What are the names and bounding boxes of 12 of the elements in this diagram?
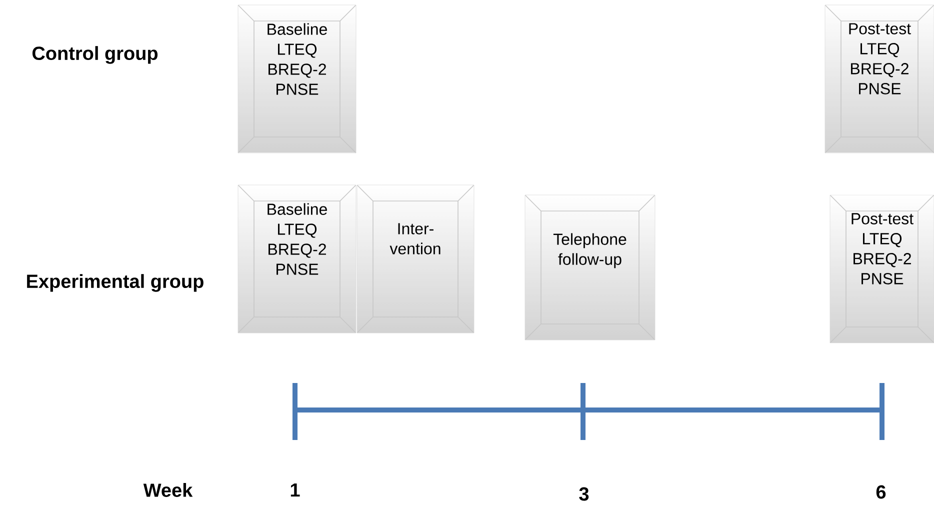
- label-text: Experimental group: [27, 274, 204, 292]
- bevel-box: Post-test LTEQ BREQ-2 PNSE: [830, 194, 934, 344]
- label-text: 6: [876, 485, 886, 499]
- bevel-box: Post-test LTEQ BREQ-2 PNSE: [824, 4, 934, 154]
- bevel-box: Telephone follow-up: [524, 194, 656, 340]
- bevel-box: Inter- vention: [356, 184, 474, 334]
- label-text: 3: [579, 487, 589, 501]
- bevel-box: Baseline LTEQ BREQ-2 PNSE: [238, 4, 356, 154]
- bevel-box: Baseline LTEQ BREQ-2 PNSE: [238, 184, 356, 334]
- label-text: 1: [290, 483, 300, 497]
- label-text: Control group: [32, 46, 158, 64]
- label-text: Week: [143, 483, 193, 497]
